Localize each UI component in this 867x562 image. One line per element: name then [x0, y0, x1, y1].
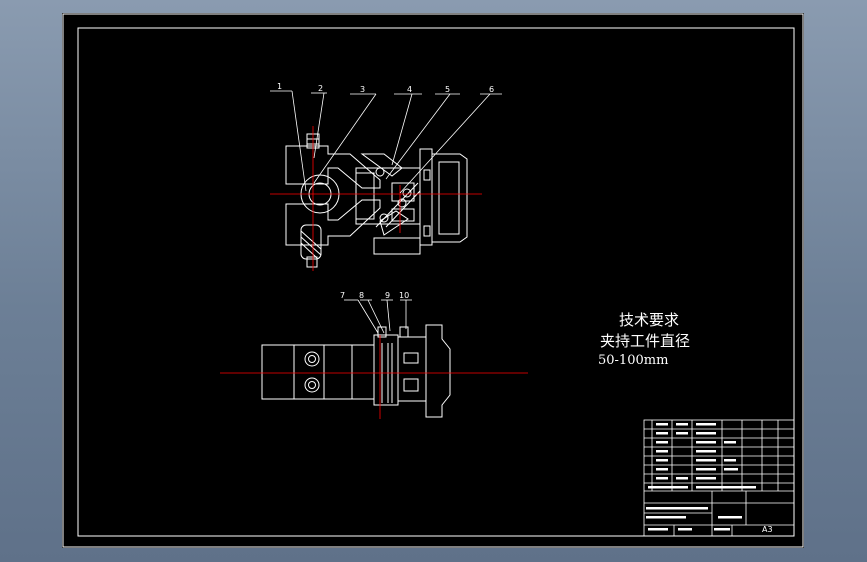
tech-requirements-line1: 夹持工件直径	[600, 332, 691, 350]
cad-drawing	[62, 13, 804, 548]
balloon-7: 7	[340, 291, 346, 300]
leader-lines-front	[344, 299, 412, 334]
inner-border	[77, 27, 795, 537]
front-view-centerlines	[220, 335, 528, 419]
front-view	[261, 324, 451, 418]
drawing-sheet: 1 2 3 4 5 6 7 8 9 10 技术要求 夹持工件直径 50-100m…	[62, 13, 804, 548]
sheet-size-label: A3	[762, 525, 773, 534]
balloon-1: 1	[277, 82, 283, 91]
tech-requirements-line2: 50-100mm	[598, 353, 669, 368]
balloon-3: 3	[360, 85, 366, 94]
balloon-2: 2	[318, 84, 324, 93]
balloon-9: 9	[385, 291, 391, 300]
leader-lines-top	[270, 90, 502, 194]
title-block-filler-text	[646, 423, 756, 531]
tech-requirements-title: 技术要求	[619, 311, 680, 329]
balloon-4: 4	[407, 85, 413, 94]
balloon-10: 10	[399, 291, 410, 300]
balloon-5: 5	[445, 85, 451, 94]
balloon-6: 6	[489, 85, 495, 94]
balloon-8: 8	[359, 291, 365, 300]
outer-border	[62, 13, 804, 548]
title-block	[643, 419, 795, 537]
